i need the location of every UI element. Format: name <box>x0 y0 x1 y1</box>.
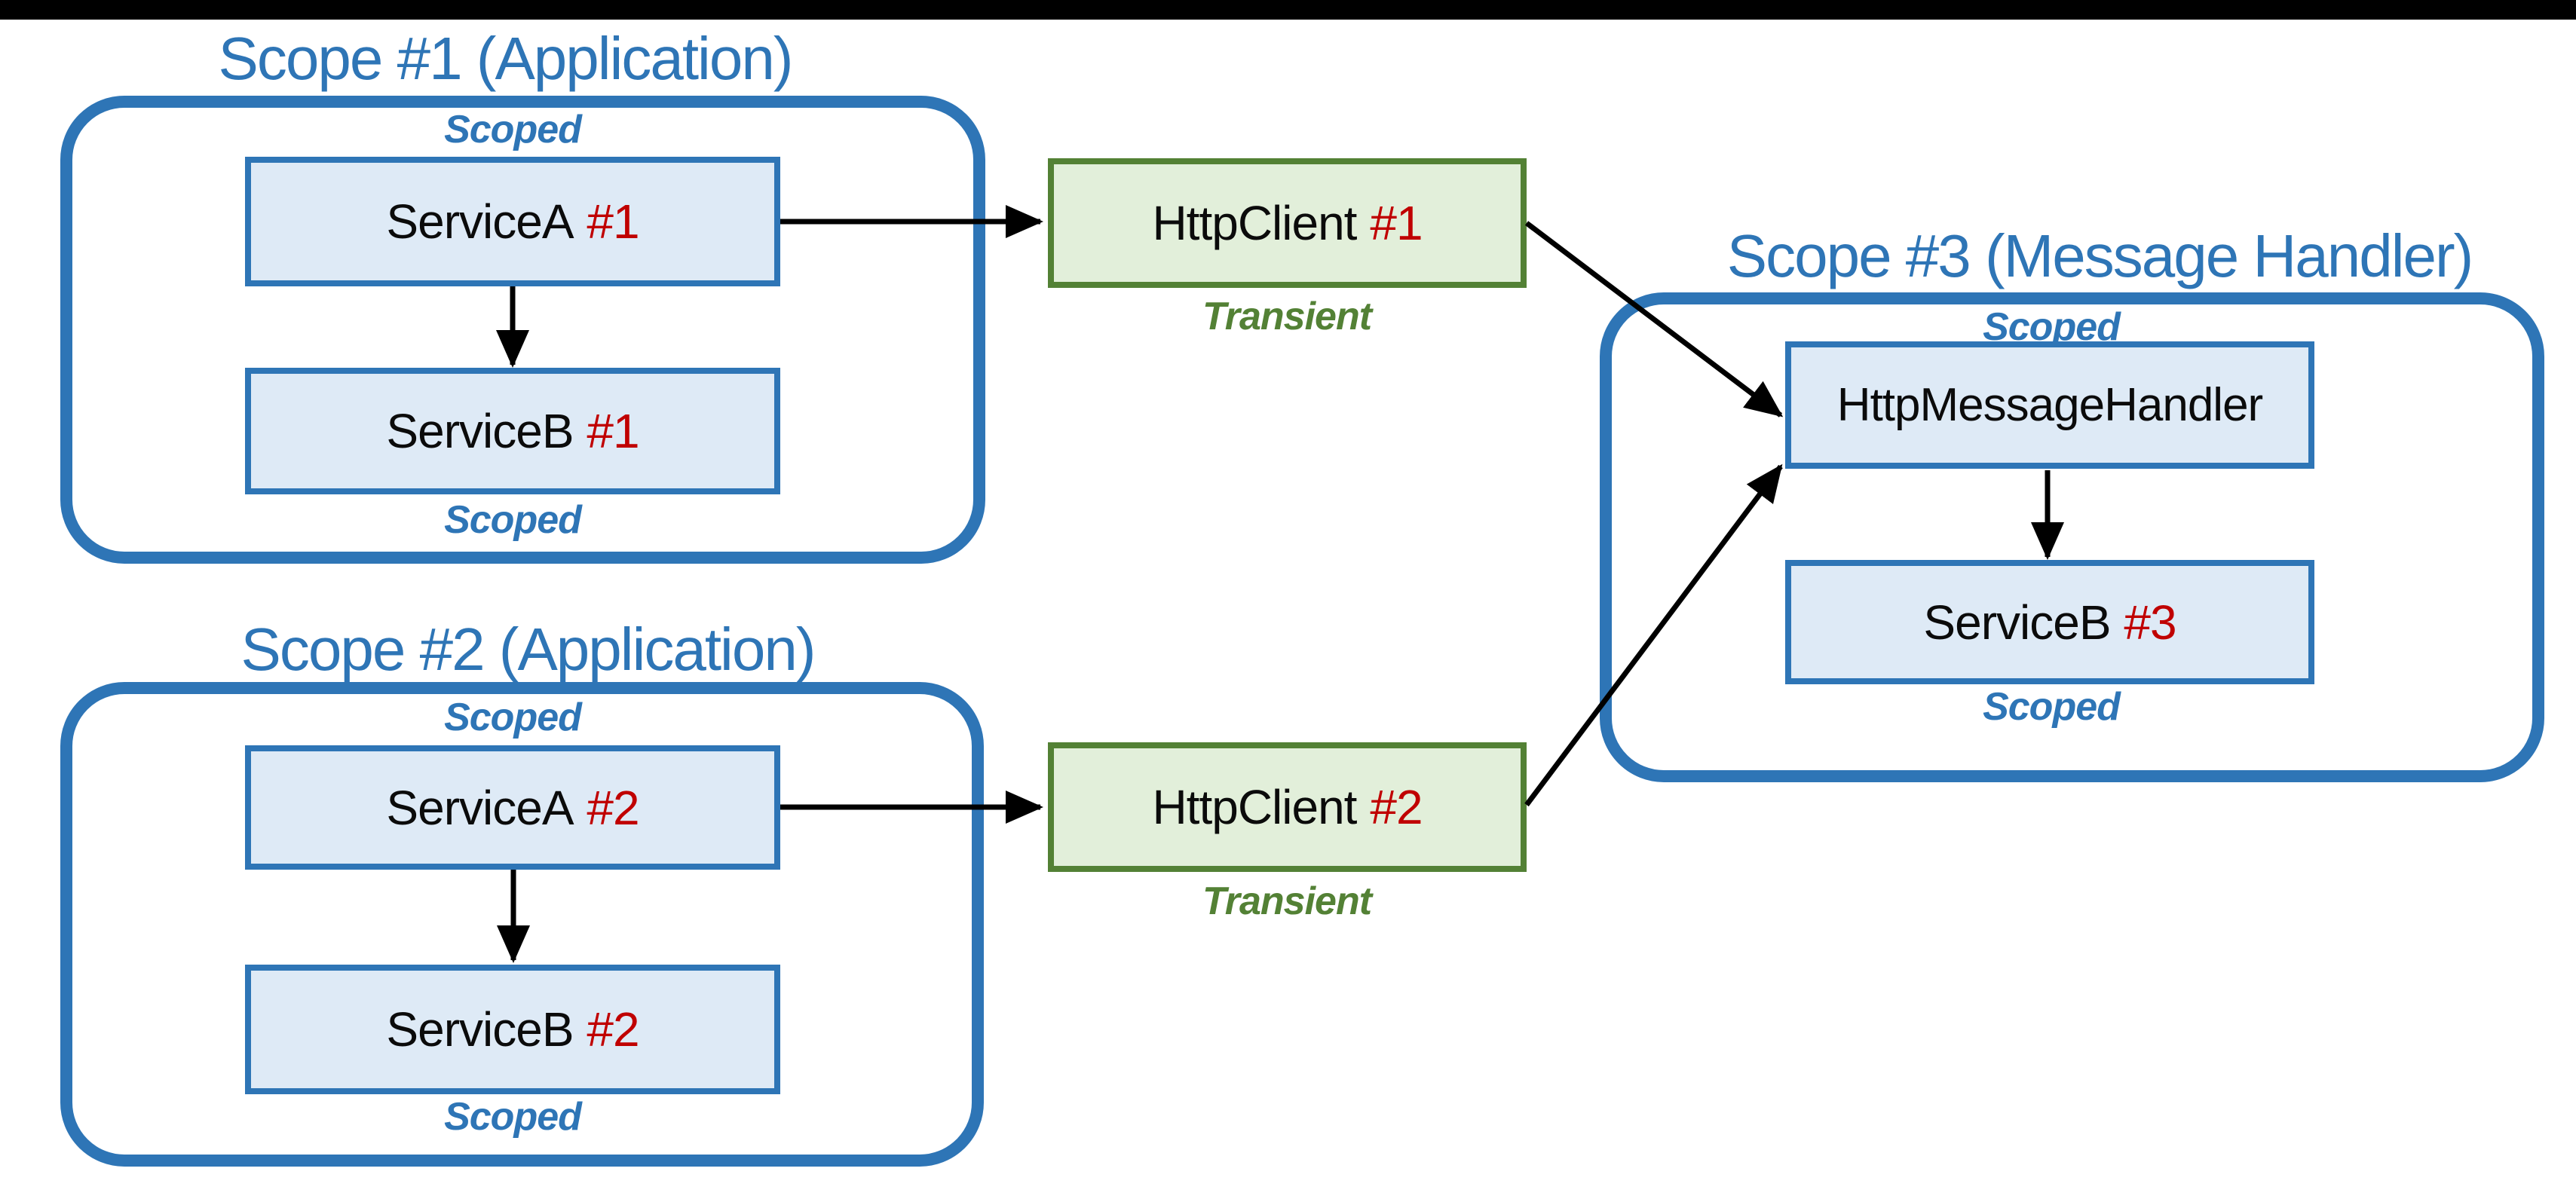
serviceb2-box: ServiceB#2 <box>245 965 780 1094</box>
scope2-boundary <box>60 682 984 1167</box>
scope1-title: Scope #1 (Application) <box>218 25 794 92</box>
scope1-scoped-label-bottom: Scoped <box>444 498 582 542</box>
httpclient2-instance: #2 <box>1370 780 1423 834</box>
servicea1-instance: #1 <box>587 194 639 249</box>
servicea1-label: ServiceA <box>386 194 574 249</box>
serviceb2-instance: #2 <box>587 1002 639 1057</box>
serviceb3-instance: #3 <box>2124 595 2176 650</box>
servicea2-label: ServiceA <box>386 780 574 835</box>
httpclient1-box: HttpClient#1 <box>1048 158 1527 288</box>
top-letterbox-bar <box>0 0 2576 20</box>
servicea1-box: ServiceA#1 <box>245 157 780 286</box>
httpclient1-instance: #1 <box>1370 196 1423 250</box>
httpmessagehandler-box: HttpMessageHandler <box>1785 341 2314 469</box>
scope2-scoped-label-bottom: Scoped <box>444 1095 582 1139</box>
scope3-title: Scope #3 (Message Handler) <box>1726 222 2474 289</box>
serviceb2-label: ServiceB <box>386 1002 574 1057</box>
httpclient2-transient-label: Transient <box>1202 879 1372 923</box>
scope2-title: Scope #2 (Application) <box>240 616 816 683</box>
httpclient2-box: HttpClient#2 <box>1048 742 1527 872</box>
httpmessagehandler-label: HttpMessageHandler <box>1836 379 2263 431</box>
servicea2-instance: #2 <box>587 780 639 835</box>
scope1-scoped-label-top: Scoped <box>444 108 582 151</box>
httpclient1-label: HttpClient <box>1152 196 1357 250</box>
httpclient2-label: HttpClient <box>1152 780 1357 834</box>
serviceb1-box: ServiceB#1 <box>245 368 780 494</box>
serviceb3-box: ServiceB#3 <box>1785 560 2314 684</box>
servicea2-box: ServiceA#2 <box>245 745 780 870</box>
serviceb1-label: ServiceB <box>386 404 574 458</box>
scope3-scoped-label-bottom: Scoped <box>1983 685 2121 729</box>
scope2-scoped-label-top: Scoped <box>444 696 582 739</box>
scope1-boundary <box>60 96 985 564</box>
httpclient1-transient-label: Transient <box>1202 295 1372 338</box>
scope3-boundary <box>1600 292 2544 782</box>
serviceb3-label: ServiceB <box>1923 595 2111 650</box>
serviceb1-instance: #1 <box>587 404 639 458</box>
